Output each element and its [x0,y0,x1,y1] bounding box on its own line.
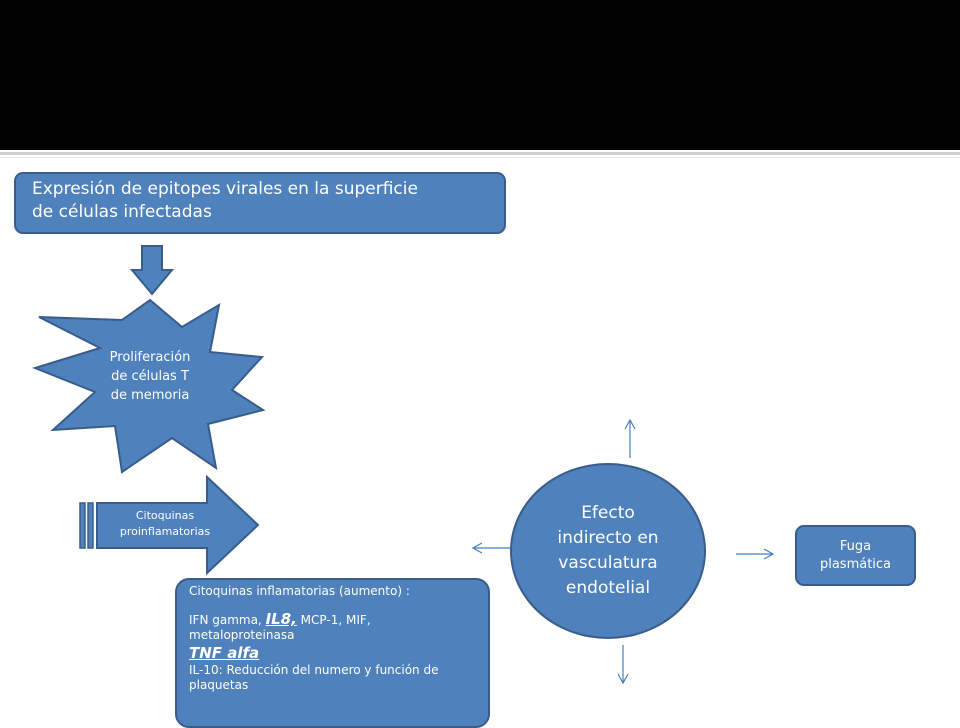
star-label: Proliferación de células T de memoria [95,348,205,405]
cytokines-line-6: plaquetas [189,678,249,692]
efecto-line-3: vasculatura [558,553,658,573]
ifn-prefix: IFN gamma, [189,613,266,627]
efecto-line-4: endotelial [565,578,651,598]
cytokines-spacer [189,599,476,612]
star-label-line-1: Proliferación [109,350,191,365]
endothelial-effect-circle: Efecto indirecto en vasculatura endoteli… [510,463,706,639]
proliferation-star [31,298,266,474]
leak-text: Fuga plasmática [820,538,891,574]
down-block-arrow [129,245,175,296]
inflammatory-cytokines-box: Citoquinas inflamatorias (aumento) : IFN… [175,578,490,728]
star-label-line-3: de memoria [110,388,190,403]
epitope-text-line-1: Expresión de epitopes virales en la supe… [32,179,418,199]
plasma-leak-box: Fuga plasmática [795,525,916,586]
arrow-label: Citoquinas proinflamatorias [100,508,230,540]
cytokines-line-3: metaloproteinasa [189,628,295,642]
header-band [0,0,960,150]
epitope-expression-box: Expresión de epitopes virales en la supe… [14,172,506,234]
arrow-label-line-2: proinflamatorias [119,525,211,538]
efecto-line-2: indirecto en [557,528,659,548]
efecto-line-1: Efecto [581,503,635,523]
ifn-suffix: MCP-1, MIF, [296,613,371,627]
efecto-text: Efecto indirecto en vasculatura endoteli… [557,501,658,601]
tnf-alfa-text: TNF alfa [189,644,260,662]
epitope-text-line-2: de células infectadas [32,202,212,222]
divider-rule [0,152,960,155]
star-label-line-2: de células T [111,369,189,384]
leak-line-2: plasmática [819,556,892,572]
cytokines-line-5: IL-10: Reducción del numero y función de [189,663,439,677]
cytokines-ifn-line: IFN gamma, IL8, MCP-1, MIF, [189,612,476,628]
cytokines-right-arrow [79,474,260,576]
leak-line-1: Fuga [839,538,872,554]
divider-rule-thin [0,157,960,158]
cytokines-header: Citoquinas inflamatorias (aumento) : [189,584,410,598]
arrow-label-line-1: Citoquinas [135,509,195,522]
il8-text: IL8, [265,610,297,628]
